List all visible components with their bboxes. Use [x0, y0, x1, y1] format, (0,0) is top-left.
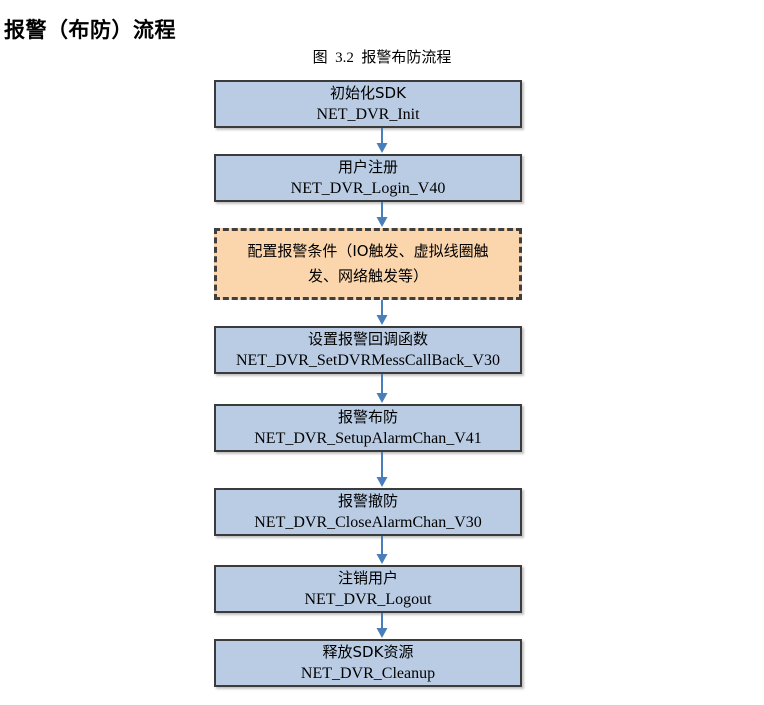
flow-arrow-setup-to-close — [369, 452, 395, 488]
flow-node-title: 配置报警条件（IO触发、虚拟线圈触发、网络触发等） — [247, 242, 489, 285]
flow-node-init-sdk: 初始化SDK NET_DVR_Init — [214, 80, 522, 128]
flow-node-title: 报警布防 — [337, 408, 398, 426]
flow-node-title: 初始化SDK — [330, 84, 406, 102]
flow-node-close-alarm-chan: 报警撤防 NET_DVR_CloseAlarmChan_V30 — [214, 488, 522, 536]
figure-caption: 图 3.2 报警布防流程 — [312, 50, 452, 66]
flow-node-set-alarm-callback: 设置报警回调函数 NET_DVR_SetDVRMessCallBack_V30 — [214, 326, 522, 374]
flow-node-api: NET_DVR_SetDVRMessCallBack_V30 — [236, 352, 500, 369]
flow-node-setup-alarm-chan: 报警布防 NET_DVR_SetupAlarmChan_V41 — [214, 404, 522, 452]
flow-node-api: NET_DVR_Cleanup — [300, 665, 436, 682]
flow-arrow-config-to-callback — [369, 300, 395, 326]
flow-arrow-init-to-login — [369, 128, 395, 154]
flow-node-api: NET_DVR_CloseAlarmChan_V30 — [254, 514, 482, 531]
flow-node-api: NET_DVR_SetupAlarmChan_V41 — [254, 430, 482, 447]
flow-node-title: 用户注册 — [337, 158, 398, 176]
flow-node-title: 注销用户 — [337, 569, 398, 587]
page-title: 报警（布防）流程 — [4, 18, 176, 43]
flow-node-api: NET_DVR_Login_V40 — [290, 180, 446, 197]
flow-node-logout: 注销用户 NET_DVR_Logout — [214, 565, 522, 613]
flow-arrow-logout-to-cleanup — [369, 613, 395, 639]
flow-node-title: 设置报警回调函数 — [307, 330, 428, 348]
flow-arrow-close-to-logout — [369, 536, 395, 565]
flow-node-api: NET_DVR_Init — [316, 106, 420, 123]
flow-node-cleanup: 释放SDK资源 NET_DVR_Cleanup — [214, 639, 522, 687]
flow-node-user-login: 用户注册 NET_DVR_Login_V40 — [214, 154, 522, 202]
flow-node-configure-alarm-conditions: 配置报警条件（IO触发、虚拟线圈触发、网络触发等） — [214, 228, 522, 300]
flow-arrow-login-to-config — [369, 202, 395, 228]
flow-node-title: 释放SDK资源 — [322, 643, 414, 661]
flow-arrow-callback-to-setup — [369, 374, 395, 404]
flow-node-api: NET_DVR_Logout — [304, 591, 432, 608]
flow-node-title: 报警撤防 — [337, 492, 398, 510]
